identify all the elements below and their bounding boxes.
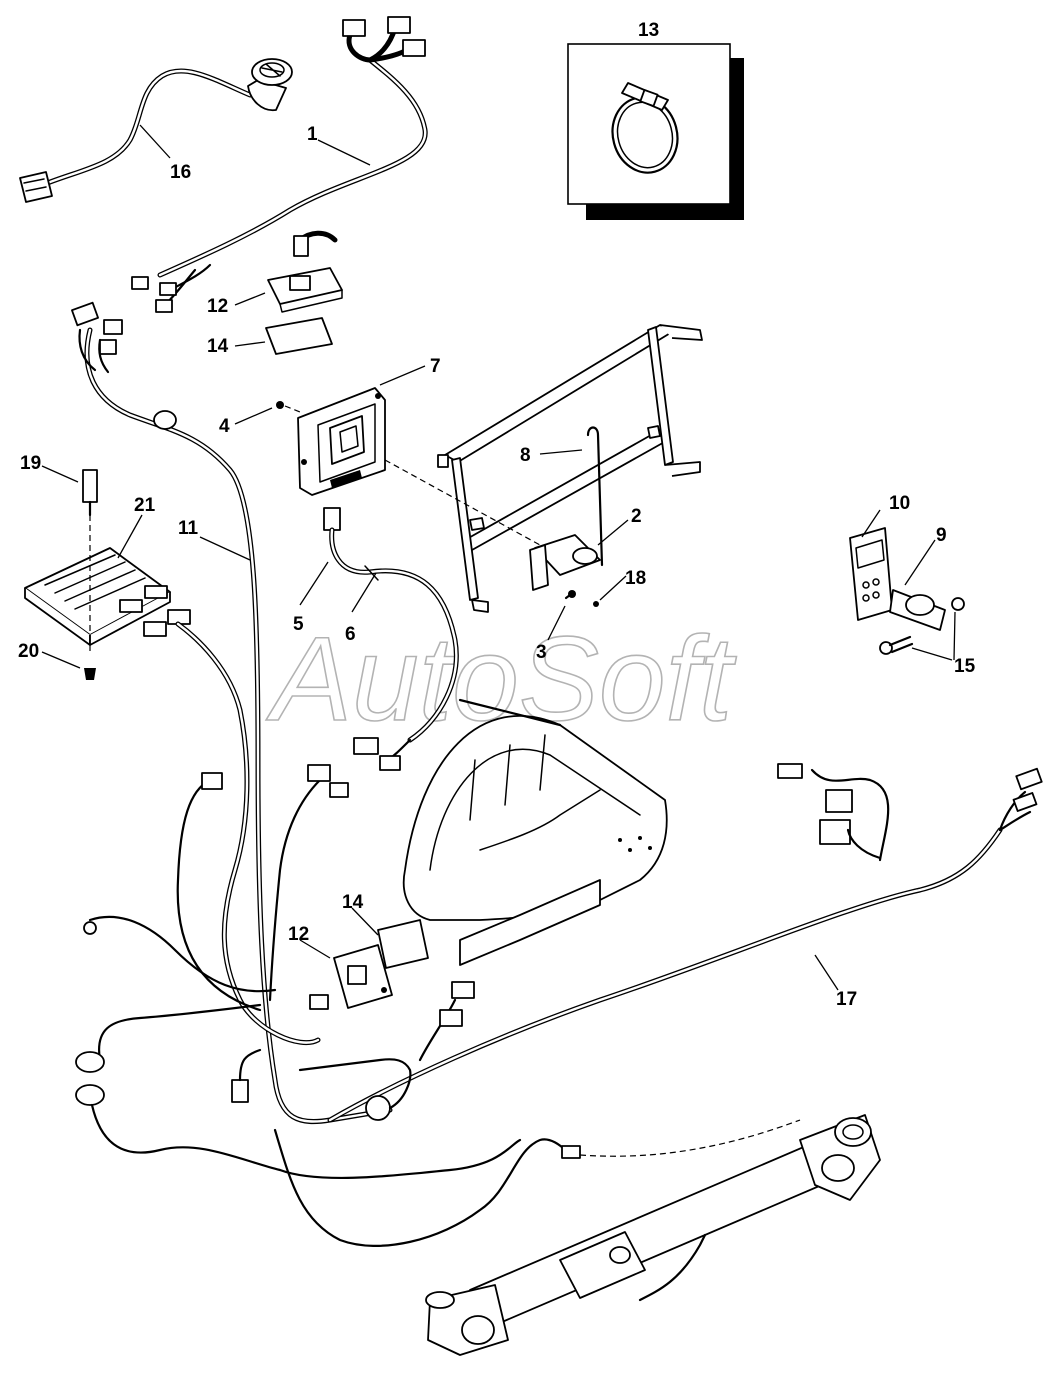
callout-14-lower: 14 bbox=[342, 892, 364, 913]
callout-21: 21 bbox=[134, 495, 156, 516]
callout-20: 20 bbox=[18, 641, 39, 662]
callout-9: 9 bbox=[936, 525, 947, 546]
lower-wiring bbox=[75, 915, 801, 1247]
callout-12-lower: 12 bbox=[288, 924, 309, 945]
callout-19: 19 bbox=[20, 453, 41, 474]
callout-14-top: 14 bbox=[207, 336, 229, 357]
callout-6: 6 bbox=[345, 624, 356, 645]
callout-13: 13 bbox=[638, 20, 659, 41]
callout-16: 16 bbox=[170, 162, 191, 183]
harness-17 bbox=[327, 763, 1043, 1123]
harness-11 bbox=[71, 301, 393, 1125]
inset-cable-tie bbox=[567, 43, 744, 220]
handheld-10 bbox=[849, 527, 893, 621]
battery-box bbox=[402, 698, 668, 966]
leader-lines bbox=[41, 124, 956, 991]
harness-5-6 bbox=[323, 507, 459, 771]
hydraulic-cylinder bbox=[425, 1114, 881, 1356]
stud-19 bbox=[82, 469, 98, 517]
label-14-top bbox=[265, 317, 333, 355]
switch-12-top bbox=[267, 267, 343, 313]
label-14-lower bbox=[377, 919, 429, 969]
nut-20 bbox=[84, 668, 96, 680]
callout-numbers: 1 2 3 4 5 6 7 8 9 10 11 12 12 13 14 14 1… bbox=[18, 20, 976, 1010]
callout-10: 10 bbox=[889, 493, 910, 514]
callout-2: 2 bbox=[631, 506, 642, 527]
callout-15: 15 bbox=[954, 656, 976, 677]
harness-1 bbox=[131, 16, 428, 313]
callout-5: 5 bbox=[293, 614, 304, 635]
controller-harness bbox=[143, 609, 349, 1046]
clamp-9 bbox=[889, 589, 946, 631]
controller-21 bbox=[24, 547, 171, 646]
callout-4: 4 bbox=[219, 416, 230, 437]
washer-18 bbox=[593, 601, 599, 607]
callout-7: 7 bbox=[430, 356, 441, 377]
callout-12-top: 12 bbox=[207, 296, 228, 317]
hinge-2 bbox=[529, 534, 601, 591]
bolt-3 bbox=[564, 590, 576, 600]
callout-17: 17 bbox=[836, 989, 857, 1010]
callout-11: 11 bbox=[178, 518, 199, 539]
bolt-15 bbox=[879, 597, 965, 655]
callout-18: 18 bbox=[625, 568, 646, 589]
switch-12-lower bbox=[333, 944, 393, 1009]
callout-8: 8 bbox=[520, 445, 531, 466]
harness-16 bbox=[19, 58, 293, 203]
screw-4 bbox=[276, 401, 284, 409]
callout-3: 3 bbox=[536, 642, 547, 663]
control-module-7 bbox=[297, 387, 386, 496]
callout-1: 1 bbox=[307, 124, 318, 145]
bracket-frame-8 bbox=[437, 324, 703, 613]
